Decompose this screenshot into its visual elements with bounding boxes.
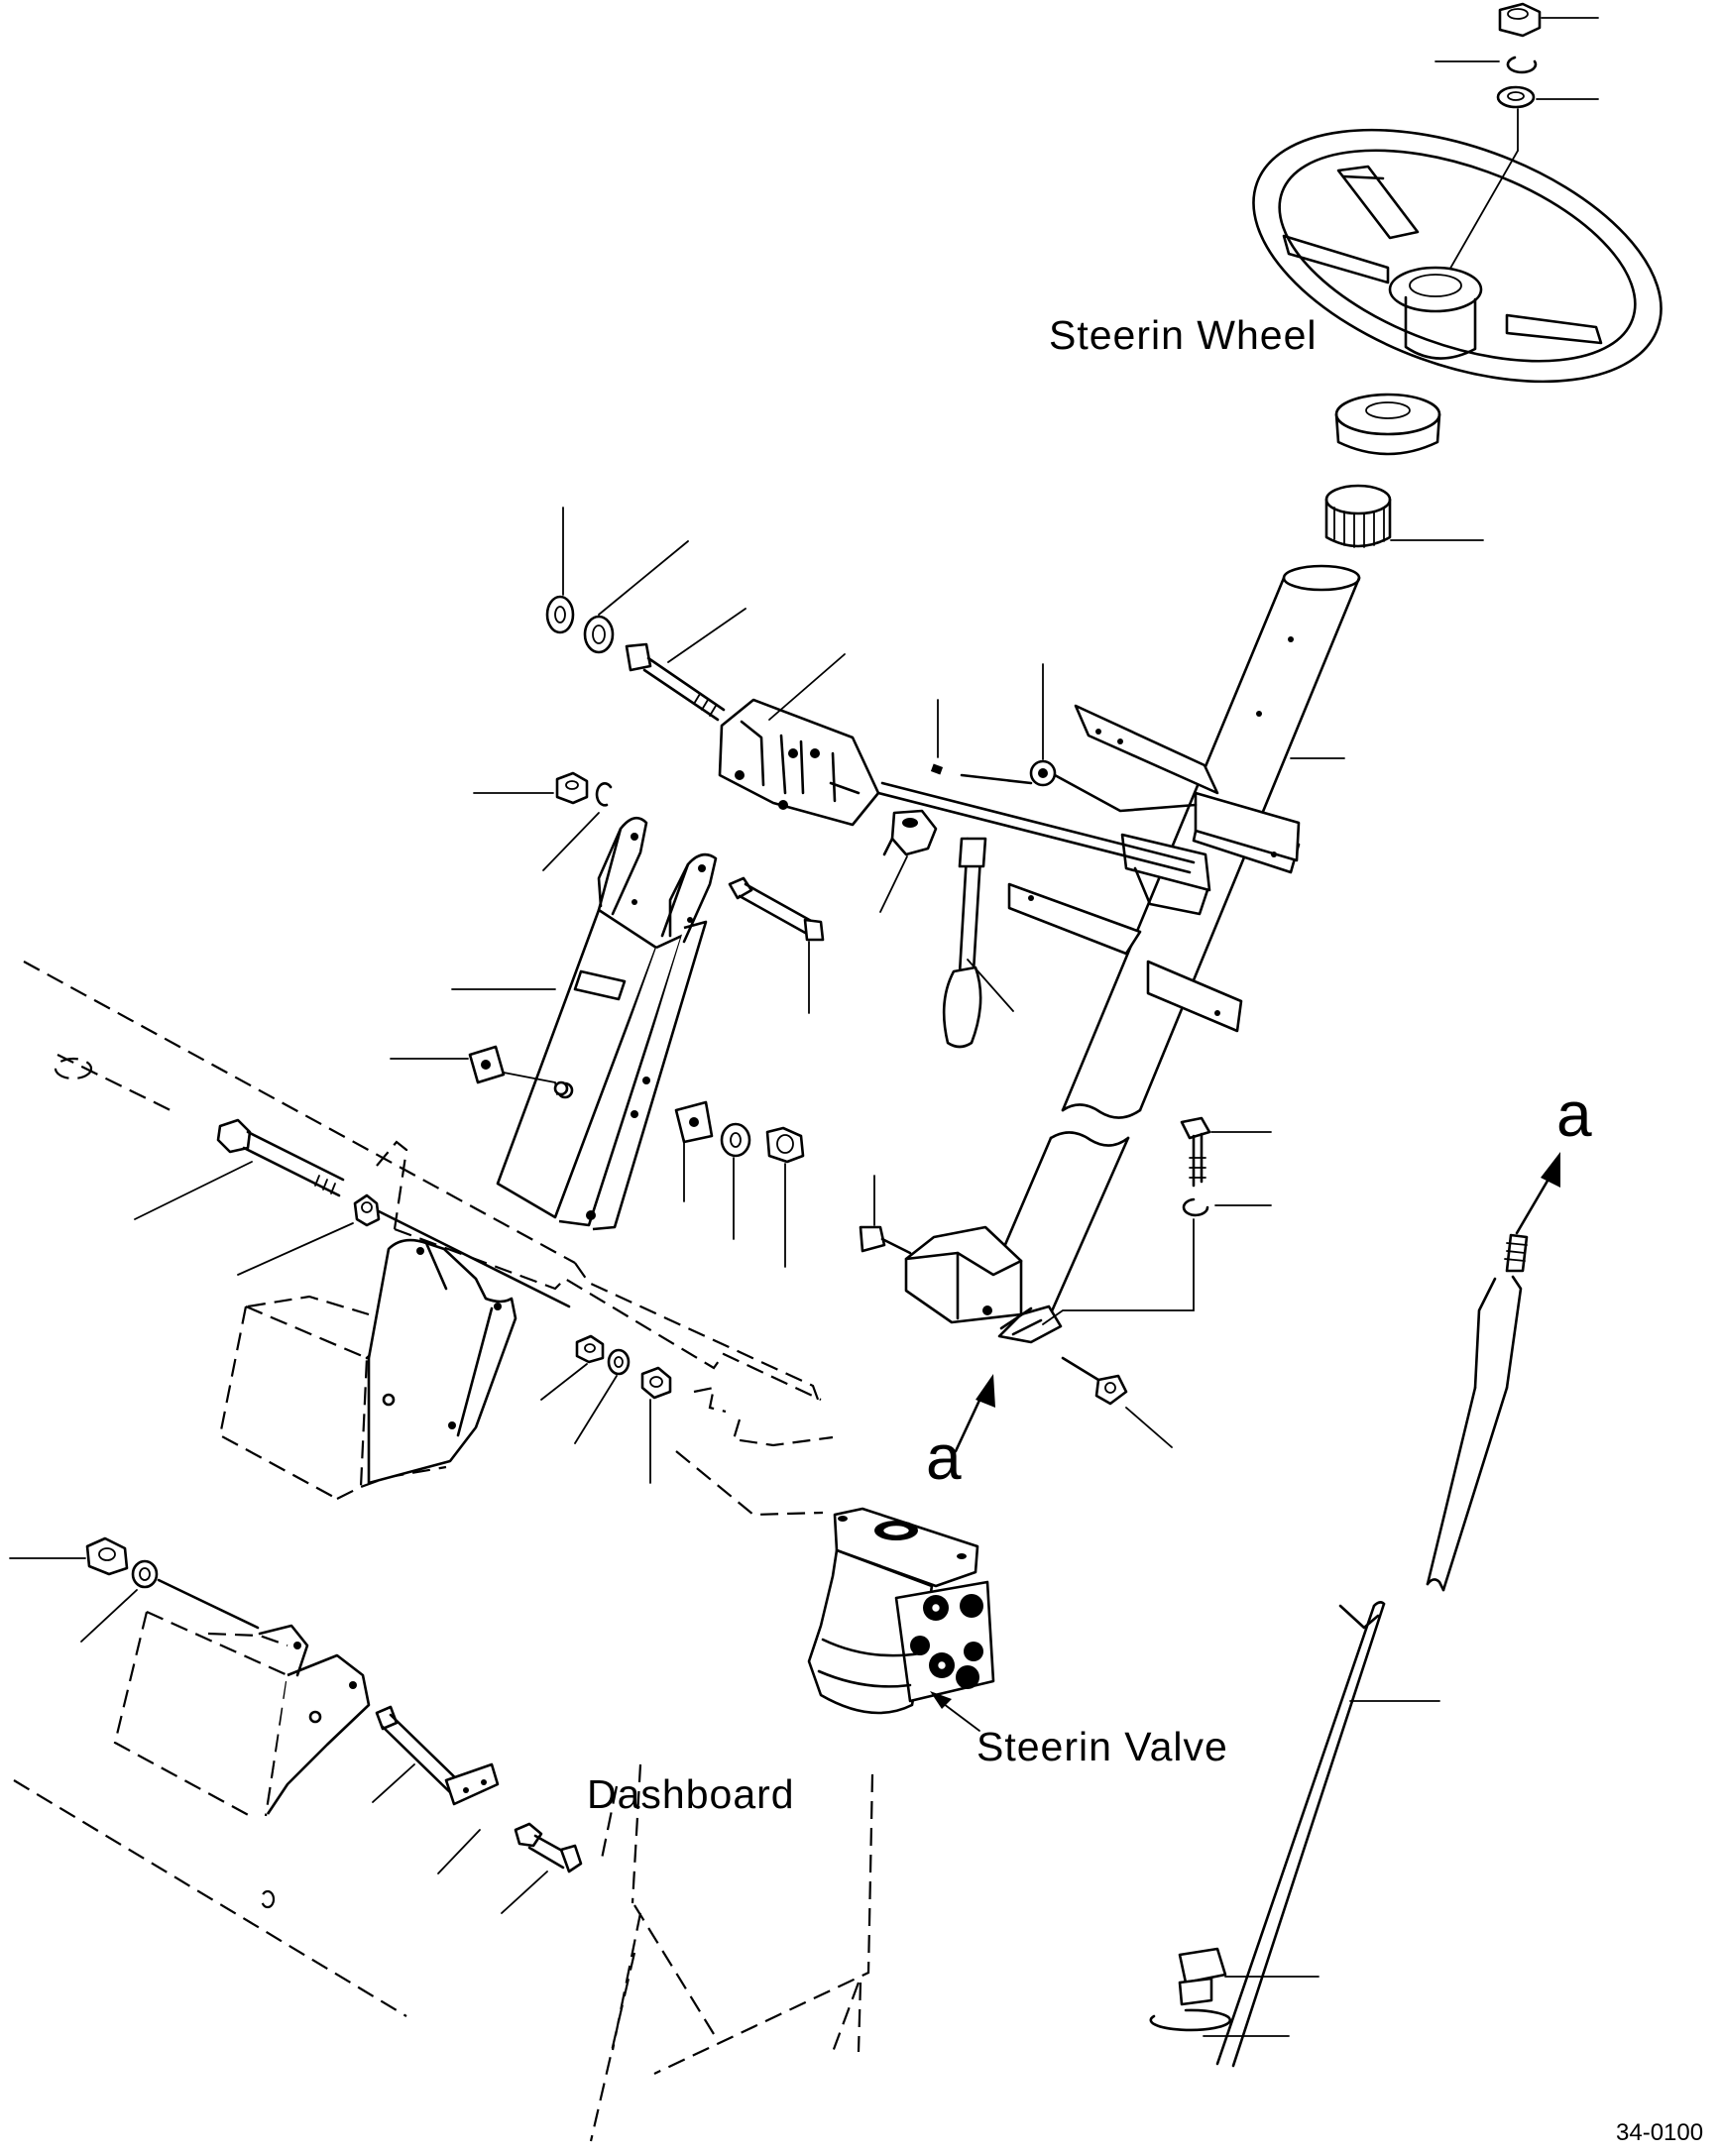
nut-icon	[555, 771, 589, 805]
nut-lower-2	[640, 1366, 672, 1400]
arrow-a-bottom	[954, 1374, 995, 1453]
small-lock-washer	[1182, 1197, 1209, 1217]
steering-wheel-icon	[1252, 128, 1663, 384]
square-nut-2	[674, 1100, 714, 1144]
lock-washer-left	[595, 782, 613, 807]
dashboard-outline	[13, 1763, 874, 2142]
label-ref-a-top: a	[1556, 1078, 1592, 1150]
small-bolt	[1180, 1116, 1211, 1188]
upper-bushing	[583, 615, 615, 654]
frame-outline	[23, 961, 834, 1517]
mounting-bracket	[496, 816, 718, 1231]
mount-bracket-dashed	[218, 1238, 517, 1500]
figure-code: 34-0100	[1616, 2119, 1704, 2146]
upper-washer-1	[545, 595, 575, 634]
dashboard-screw	[514, 1822, 583, 1873]
hex-nut-2	[765, 1126, 805, 1164]
top-flat-washer	[1496, 85, 1536, 109]
spring-pin	[930, 759, 1198, 813]
shaft-icon	[1178, 1233, 1529, 2068]
top-nut	[1498, 2, 1542, 38]
top-lock-washer	[1506, 56, 1538, 74]
bolt-icon	[625, 642, 726, 722]
tilt-lever	[942, 837, 987, 1049]
dashboard-bolt	[375, 1705, 500, 1806]
label-dashboard: Dashboard	[587, 1771, 795, 1817]
plug-left	[859, 1225, 912, 1255]
label-steering-wheel: Steerin Wheel	[1049, 312, 1318, 358]
bracket-icon	[718, 698, 880, 827]
dashboard-bracket-dashed	[113, 1610, 371, 1819]
shaft-snap-ring	[1149, 2008, 1232, 2032]
column-base-block	[904, 1225, 1063, 1344]
washer-icon	[720, 1122, 751, 1158]
arrow-a-top	[1515, 1152, 1560, 1235]
washer-lower-1	[607, 1348, 631, 1376]
dashboard-washer	[131, 1559, 159, 1589]
steering-valve-icon	[807, 1507, 995, 1715]
column-tube-icon	[999, 564, 1361, 1315]
column-clamp-plates	[1007, 704, 1301, 1033]
bushing-left	[353, 1193, 381, 1227]
dashboard-nut	[85, 1536, 129, 1576]
plug-right	[1061, 1356, 1128, 1406]
long-bolt	[216, 1118, 345, 1197]
cam-knob	[882, 809, 938, 856]
horn-cap	[1334, 393, 1441, 456]
nut-lower-1	[575, 1334, 605, 1364]
pivot-bolt	[728, 876, 825, 942]
spline-bushing	[1324, 484, 1392, 548]
square-nut-1	[468, 1045, 506, 1084]
label-ref-a-bottom: a	[926, 1421, 962, 1493]
label-steering-valve: Steerin Valve	[976, 1724, 1228, 1769]
